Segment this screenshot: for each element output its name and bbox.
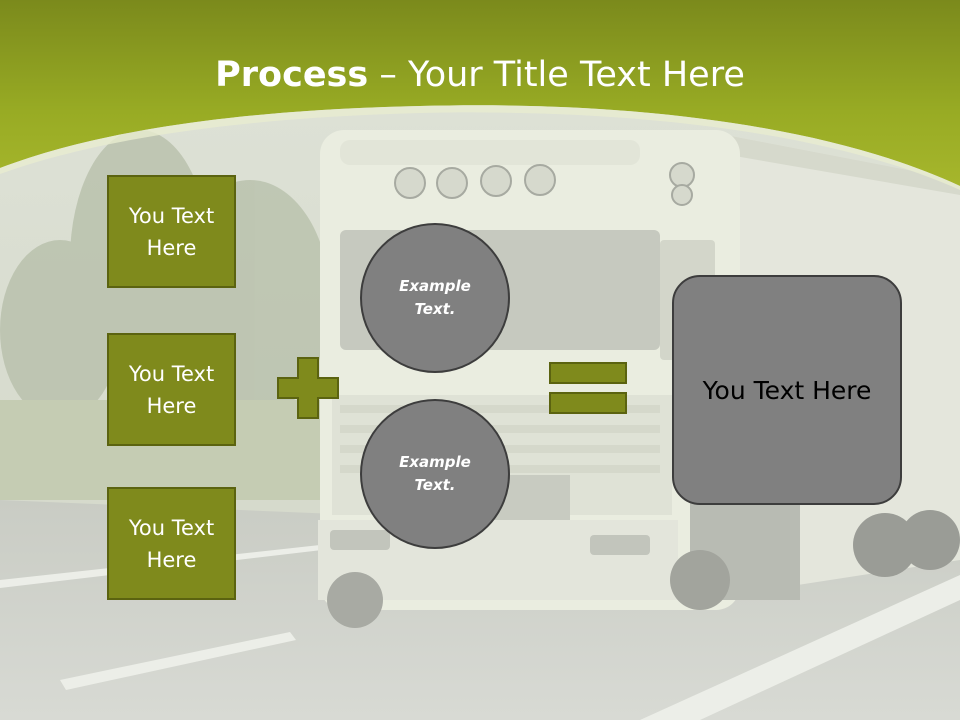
example-circle-2[interactable]: Example Text. [360, 399, 510, 549]
text-box-3[interactable]: You Text Here [107, 487, 236, 600]
slide-title: Process – Your Title Text Here [0, 52, 960, 98]
text-box-2[interactable]: You Text Here [107, 333, 236, 446]
title-rest: – Your Title Text Here [368, 55, 745, 95]
text-box-label: You Text Here [128, 203, 215, 260]
example-circle-label: Example Text. [399, 277, 471, 318]
text-box-label: You Text Here [128, 515, 215, 572]
result-label: You Text Here [702, 375, 872, 405]
plus-icon [277, 357, 339, 419]
example-circle-label: Example Text. [399, 453, 471, 494]
title-banner [0, 0, 960, 186]
text-box-label: You Text Here [128, 361, 215, 418]
example-circle-1[interactable]: Example Text. [360, 223, 510, 373]
text-box-1[interactable]: You Text Here [107, 175, 236, 288]
equals-icon [549, 362, 627, 414]
title-bold: Process [215, 55, 369, 95]
result-box[interactable]: You Text Here [672, 275, 902, 505]
